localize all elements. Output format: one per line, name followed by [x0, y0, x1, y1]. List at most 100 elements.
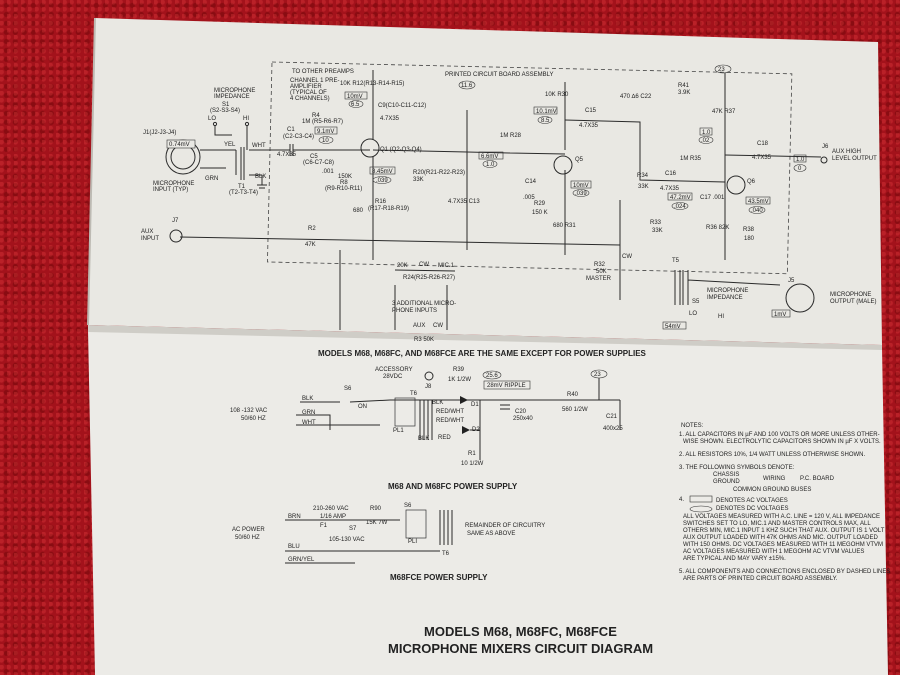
- svg-text:10.1mV: 10.1mV: [536, 109, 557, 115]
- svg-text:T6: T6: [442, 551, 450, 557]
- svg-text:2. ALL RESISTORS 10%, 1/4 WATT: 2. ALL RESISTORS 10%, 1/4 WATT UNLESS OT…: [679, 452, 865, 458]
- svg-text:50/60 HZ: 50/60 HZ: [235, 535, 260, 541]
- svg-text:ALL VOLTAGES MEASURED WITH A.C: ALL VOLTAGES MEASURED WITH A.C. LINE = 1…: [683, 514, 880, 520]
- svg-text:3 ADDITIONAL MICRO-: 3 ADDITIONAL MICRO-: [392, 301, 456, 307]
- svg-text:MICROPHONE: MICROPHONE: [830, 292, 871, 298]
- svg-text:C17 .001: C17 .001: [700, 195, 725, 201]
- svg-text:AUX HIGH: AUX HIGH: [832, 149, 861, 155]
- svg-text:ARE PARTS OF PRINTED CIRCUIT B: ARE PARTS OF PRINTED CIRCUIT BOARD ASSEM…: [683, 576, 838, 582]
- svg-text:.039: .039: [575, 191, 587, 197]
- svg-text:28VDC: 28VDC: [383, 374, 403, 380]
- svg-text:CHANNEL 1 PRE-: CHANNEL 1 PRE-: [290, 78, 339, 84]
- svg-text:47K: 47K: [305, 242, 316, 248]
- power-supply-1: ACCESSORY 28VDC J8 R39 1K 1/2W 25.6 28mV…: [230, 367, 623, 491]
- svg-text:4.7X35: 4.7X35: [380, 116, 400, 122]
- svg-text:MICROPHONE: MICROPHONE: [707, 288, 748, 294]
- svg-text:5. ALL COMPONENTS AND CONNECTI: 5. ALL COMPONENTS AND CONNECTIONS ENCLOS…: [679, 569, 890, 575]
- svg-text:680 R31: 680 R31: [553, 223, 576, 229]
- svg-text:HI: HI: [243, 116, 249, 122]
- svg-text:C1: C1: [287, 127, 295, 133]
- svg-text:T6: T6: [410, 391, 418, 397]
- svg-text:CHASSIS: CHASSIS: [713, 472, 739, 478]
- q1-transistor: [360, 138, 380, 158]
- svg-text:ACCESSORY: ACCESSORY: [375, 367, 413, 373]
- to-other-preamps: TO OTHER PREAMPS: [292, 69, 354, 75]
- svg-text:MASTER: MASTER: [586, 276, 612, 282]
- svg-text:105-130 VAC: 105-130 VAC: [329, 537, 365, 543]
- svg-text:(C6-C7-C8): (C6-C7-C8): [303, 160, 334, 166]
- svg-text:C18: C18: [757, 141, 769, 147]
- notes-block: NOTES: 1. ALL CAPACITORS IN µF AND 100 V…: [679, 423, 890, 582]
- svg-text:1.0: 1.0: [702, 130, 711, 136]
- svg-text:20K: 20K: [397, 263, 408, 269]
- svg-text:R34: R34: [637, 173, 649, 179]
- svg-text:.040: .040: [751, 208, 763, 214]
- svg-text:150 K: 150 K: [532, 210, 548, 216]
- svg-text:4.7X35: 4.7X35: [277, 152, 297, 158]
- svg-text:S1: S1: [222, 102, 230, 108]
- svg-text:(C2-C3-C4): (C2-C3-C4): [283, 134, 314, 140]
- svg-text:AMPLIFIER: AMPLIFIER: [290, 84, 322, 90]
- svg-text:(S2-S3-S4): (S2-S3-S4): [210, 108, 240, 114]
- svg-text:50K: 50K: [596, 269, 607, 275]
- svg-text:33K: 33K: [638, 184, 649, 190]
- svg-text:0: 0: [798, 166, 802, 172]
- svg-text:ARE TYPICAL AND MAY VARY ±15%.: ARE TYPICAL AND MAY VARY ±15%.: [683, 556, 786, 562]
- svg-text:(R9-R10-R11): (R9-R10-R11): [325, 186, 362, 192]
- svg-text:23: 23: [594, 372, 601, 378]
- svg-text:AUX OUTPUT LOADED WITH 47K OHM: AUX OUTPUT LOADED WITH 47K OHMS AND MIC.…: [683, 535, 878, 541]
- svg-text:AC VOLTAGES MEASURED WITH 1 ME: AC VOLTAGES MEASURED WITH 1 MEGOHM AC VT…: [683, 549, 864, 555]
- svg-text:10mV: 10mV: [347, 94, 363, 100]
- svg-text:4.7X35 C13: 4.7X35 C13: [448, 199, 480, 205]
- svg-text:9.1mV: 9.1mV: [317, 129, 334, 135]
- svg-text:GROUND: GROUND: [713, 479, 740, 485]
- svg-text:R33: R33: [650, 220, 662, 226]
- svg-text:J8: J8: [425, 384, 432, 390]
- svg-text:33K: 33K: [413, 177, 424, 183]
- svg-text:R40: R40: [567, 392, 579, 398]
- svg-text:LO: LO: [689, 311, 697, 317]
- svg-text:AUX: AUX: [141, 229, 153, 235]
- svg-text:REMAINDER OF CIRCUITRY: REMAINDER OF CIRCUITRY: [465, 523, 545, 529]
- svg-text:R20(R21-R22-R23): R20(R21-R22-R23): [413, 170, 465, 176]
- svg-text:INPUT (TYP): INPUT (TYP): [153, 187, 188, 193]
- svg-text:C14: C14: [525, 179, 537, 185]
- svg-text:680: 680: [353, 208, 364, 214]
- svg-text:P.C. BOARD: P.C. BOARD: [800, 476, 835, 482]
- svg-text:25.6: 25.6: [486, 373, 498, 379]
- svg-text:.005: .005: [523, 195, 535, 201]
- svg-text:ON: ON: [358, 404, 367, 410]
- svg-text:LEVEL OUTPUT: LEVEL OUTPUT: [832, 156, 877, 162]
- q6-transistor: [726, 175, 746, 195]
- svg-text:33K: 33K: [652, 228, 663, 234]
- svg-text:50/60 HZ: 50/60 HZ: [241, 416, 266, 422]
- j5-connector: [785, 283, 815, 313]
- svg-text:250x40: 250x40: [513, 416, 533, 422]
- svg-text:WITH 150 OHMS. DC VOLTAGES ME: WITH 150 OHMS. DC VOLTAGES MEASURED WITH…: [683, 542, 883, 548]
- svg-text:R2: R2: [308, 226, 316, 232]
- svg-text:150K: 150K: [338, 174, 352, 180]
- svg-text:R24(R25-R26-R27): R24(R25-R26-R27): [403, 275, 455, 281]
- svg-text:C16: C16: [665, 171, 677, 177]
- svg-text:HI: HI: [718, 314, 724, 320]
- svg-text:J6: J6: [822, 144, 829, 150]
- svg-text:D1: D1: [471, 402, 479, 408]
- svg-text:F1: F1: [320, 523, 328, 529]
- svg-text:WHT: WHT: [302, 420, 316, 426]
- upper-page: [88, 18, 882, 345]
- svg-text:180: 180: [744, 236, 755, 242]
- svg-text:23: 23: [718, 67, 725, 73]
- svg-text:560 1/2W: 560 1/2W: [562, 407, 588, 413]
- svg-text:CW: CW: [419, 262, 429, 268]
- svg-text:MICROPHONE: MICROPHONE: [153, 181, 194, 187]
- svg-text:43.5mV: 43.5mV: [748, 199, 769, 205]
- svg-text:10 1/2W: 10 1/2W: [461, 461, 484, 467]
- svg-text:8.45mV: 8.45mV: [372, 169, 393, 175]
- svg-text:GRN: GRN: [205, 176, 218, 182]
- svg-text:DENOTES AC VOLTAGES: DENOTES AC VOLTAGES: [716, 498, 788, 504]
- svg-text:COMMON GROUND BUSES: COMMON GROUND BUSES: [733, 487, 811, 493]
- svg-text:1M R28: 1M R28: [500, 133, 522, 139]
- svg-text:470 ∆6 C22: 470 ∆6 C22: [620, 93, 652, 100]
